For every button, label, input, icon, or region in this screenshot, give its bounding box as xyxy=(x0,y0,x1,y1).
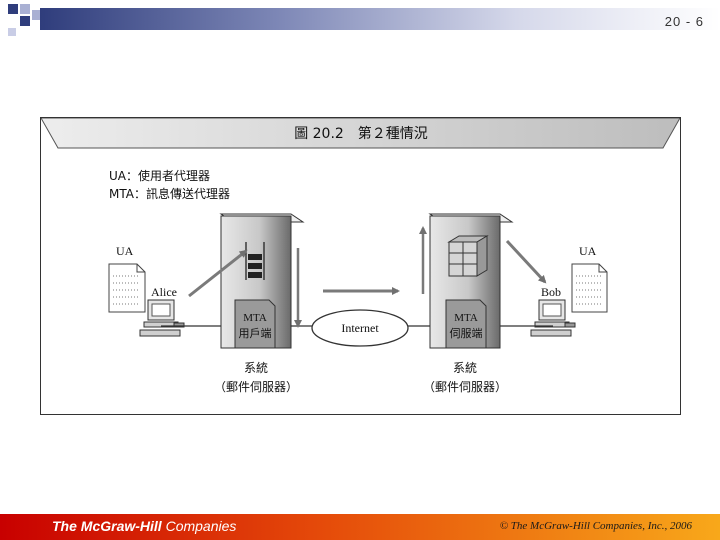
alice-label: Alice xyxy=(151,285,177,299)
left-system-label-2: （郵件伺服器） xyxy=(214,380,298,394)
arrow-alice-to-server xyxy=(188,249,248,298)
header-square-3 xyxy=(20,16,30,26)
left-mail-document-icon xyxy=(108,263,146,313)
figure-diagram: 圖 20.2 第２種情況 UA：使用者代理器 MTA：訊息傳送代理器 UA UA xyxy=(40,117,681,394)
mta-server-label-1: MTA xyxy=(454,312,478,324)
internet-label: Internet xyxy=(341,321,379,335)
left-system-label-1: 系統 xyxy=(244,361,268,375)
right-system-label-2: （郵件伺服器） xyxy=(423,380,507,394)
legend-mta: MTA：訊息傳送代理器 xyxy=(109,186,230,201)
copyright-notice: © The McGraw-Hill Companies, Inc., 2006 xyxy=(499,520,692,532)
header-gradient-bar xyxy=(40,8,720,30)
legend-ua: UA：使用者代理器 xyxy=(109,168,210,183)
header-square-1 xyxy=(8,4,18,14)
right-mail-document-icon xyxy=(571,263,608,313)
mailbox-grid-icon xyxy=(447,235,489,277)
left-mail-server: MTA 用戶端 xyxy=(219,213,305,349)
slide-header: 20 - 6 xyxy=(0,0,720,40)
internet-cloud: Internet xyxy=(311,309,409,347)
mta-client-box: MTA 用戶端 xyxy=(234,299,276,349)
mta-server-box: MTA 伺服端 xyxy=(445,299,487,349)
left-ua-label: UA xyxy=(116,244,134,258)
header-square-5 xyxy=(8,28,16,36)
publisher-logo: The McGraw-Hill Companies xyxy=(52,518,236,534)
mta-client-label-1: MTA xyxy=(243,312,267,324)
right-system-label-1: 系統 xyxy=(453,361,477,375)
client-queue-icon xyxy=(245,242,265,280)
figure-title-bar: 圖 20.2 第２種情況 xyxy=(40,117,681,149)
header-square-4 xyxy=(32,10,42,20)
slide-footer: The McGraw-Hill Companies © The McGraw-H… xyxy=(0,514,720,540)
bob-computer-icon xyxy=(530,299,576,337)
header-square-2 xyxy=(20,4,30,14)
publisher-suffix: Companies xyxy=(161,518,237,534)
publisher-name: The McGraw-Hill xyxy=(52,518,162,534)
arrow-server-to-bob xyxy=(505,239,547,284)
page-number: 20 - 6 xyxy=(664,14,704,29)
mta-server-label-2: 伺服端 xyxy=(450,327,483,340)
mta-client-label-2: 用戶端 xyxy=(239,327,272,340)
bob-label: Bob xyxy=(541,285,561,299)
right-ua-label: UA xyxy=(579,244,597,258)
right-mail-server: MTA 伺服端 xyxy=(428,213,514,349)
alice-computer-icon xyxy=(139,299,185,337)
figure-20-2: 圖 20.2 第２種情況 UA：使用者代理器 MTA：訊息傳送代理器 UA UA xyxy=(40,117,681,415)
figure-title: 圖 20.2 第２種情況 xyxy=(294,125,428,142)
